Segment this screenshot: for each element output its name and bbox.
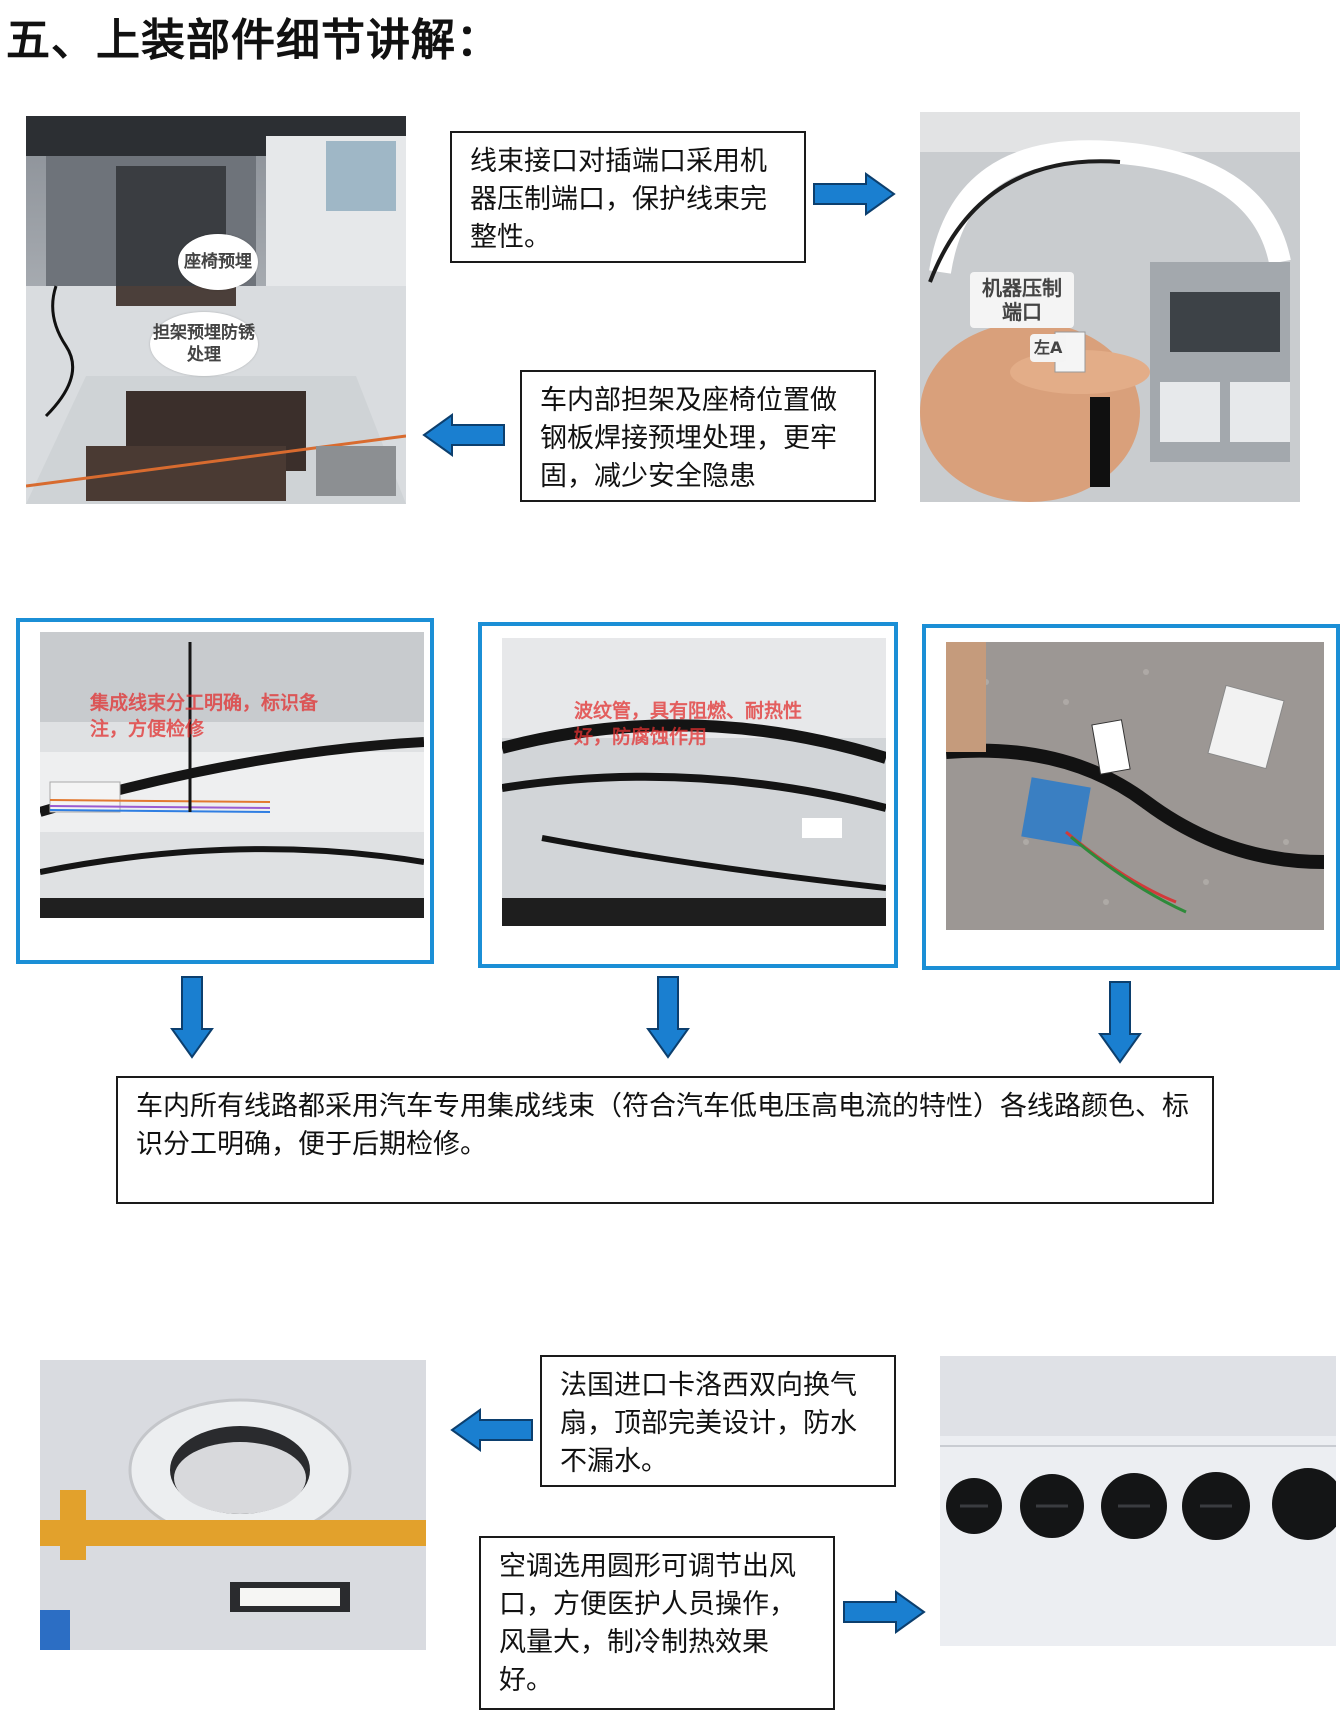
harness-photo-1 xyxy=(40,632,424,918)
harness-frame-3 xyxy=(922,624,1340,970)
harness-photo-1-caption: 集成线束分工明确，标识备注，方便检修 xyxy=(90,692,319,740)
harness-frame-2: 波纹管，具有阻燃、耐热性好，防腐蚀作用 xyxy=(478,622,898,968)
fan-photo xyxy=(40,1360,426,1650)
arrow-down-icon-2 xyxy=(646,976,690,1059)
arrow-left-icon xyxy=(422,413,505,457)
terminal-label: 机器压制端口 xyxy=(970,272,1074,328)
harness-photo-3 xyxy=(946,642,1324,930)
ac-vent-photo xyxy=(940,1356,1336,1646)
floor-note: 车内部担架及座椅位置做钢板焊接预埋处理，更牢固，减少安全隐患 xyxy=(520,370,876,502)
stretcher-label: 担架预埋防锈处理 xyxy=(150,312,258,376)
fan-photo-image xyxy=(40,1360,426,1650)
wiring-note: 线束接口对插端口采用机器压制端口，保护线束完整性。 xyxy=(450,131,806,263)
wiring-summary-note: 车内所有线路都采用汽车专用集成线束（符合汽车低电压高电流的特性）各线路颜色、标识… xyxy=(116,1076,1214,1204)
harness-photo-2 xyxy=(502,638,886,926)
page-title: 五、上装部件细节讲解： xyxy=(6,15,501,66)
floor-note-text: 车内部担架及座椅位置做钢板焊接预埋处理，更牢固，减少安全隐患 xyxy=(540,385,837,492)
wiring-note-text: 线束接口对插端口采用机器压制端口，保护线束完整性。 xyxy=(470,146,767,253)
fan-note: 法国进口卡洛西双向换气扇，顶部完美设计，防水不漏水。 xyxy=(540,1355,896,1487)
floor-photo: 座椅预埋 担架预埋防锈处理 xyxy=(26,116,406,504)
ac-vent-photo-image xyxy=(940,1356,1336,1646)
terminal-photo: 机器压制端口 左A xyxy=(920,112,1300,502)
floor-photo-image xyxy=(26,116,406,504)
arrow-right-icon xyxy=(813,172,896,216)
harness-photo-2-caption: 波纹管，具有阻燃、耐热性好，防腐蚀作用 xyxy=(574,700,803,748)
arrow-right-ac-icon xyxy=(843,1590,926,1634)
wiring-summary-text: 车内所有线路都采用汽车专用集成线束（符合汽车低电压高电流的特性）各线路颜色、标识… xyxy=(136,1091,1189,1160)
terminal-tag: 左A xyxy=(1030,334,1067,362)
harness-frame-1: 集成线束分工明确，标识备注，方便检修 xyxy=(16,618,434,964)
arrow-down-icon-1 xyxy=(170,976,214,1059)
fan-note-text: 法国进口卡洛西双向换气扇，顶部完美设计，防水不漏水。 xyxy=(560,1370,857,1477)
ac-note-text: 空调选用圆形可调节出风口，方便医护人员操作，风量大，制冷制热效果好。 xyxy=(499,1551,796,1696)
ac-note: 空调选用圆形可调节出风口，方便医护人员操作，风量大，制冷制热效果好。 xyxy=(479,1536,835,1710)
arrow-down-icon-3 xyxy=(1098,981,1142,1064)
arrow-left-fan-icon xyxy=(450,1408,533,1452)
seat-label: 座椅预埋 xyxy=(178,234,258,290)
